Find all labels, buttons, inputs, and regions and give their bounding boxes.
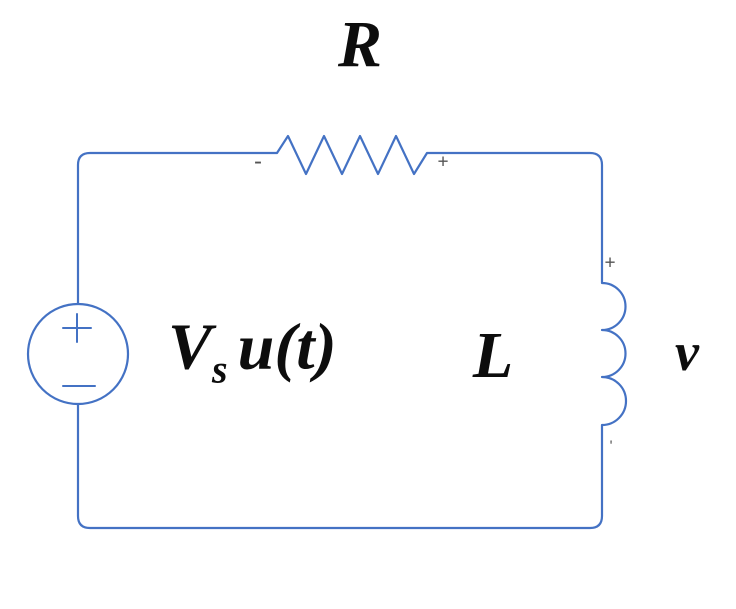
source-label-main: V [168, 310, 213, 384]
circuit-loop-wire [76, 134, 628, 530]
inductor-plus-label: + [604, 252, 616, 274]
resistor-plus-label: + [437, 151, 449, 173]
source-label-function: u(t) [237, 310, 337, 384]
inductor-tick-label: ' [609, 437, 613, 455]
source-plus-icon [62, 313, 92, 343]
resistor-minus-label: - [254, 148, 262, 175]
inductor-label: L [472, 319, 514, 392]
source-label-subscript: s [212, 346, 228, 392]
output-voltage-label: v [675, 322, 699, 382]
voltage-source-circle [26, 302, 130, 406]
resistor-label: R [337, 8, 383, 81]
